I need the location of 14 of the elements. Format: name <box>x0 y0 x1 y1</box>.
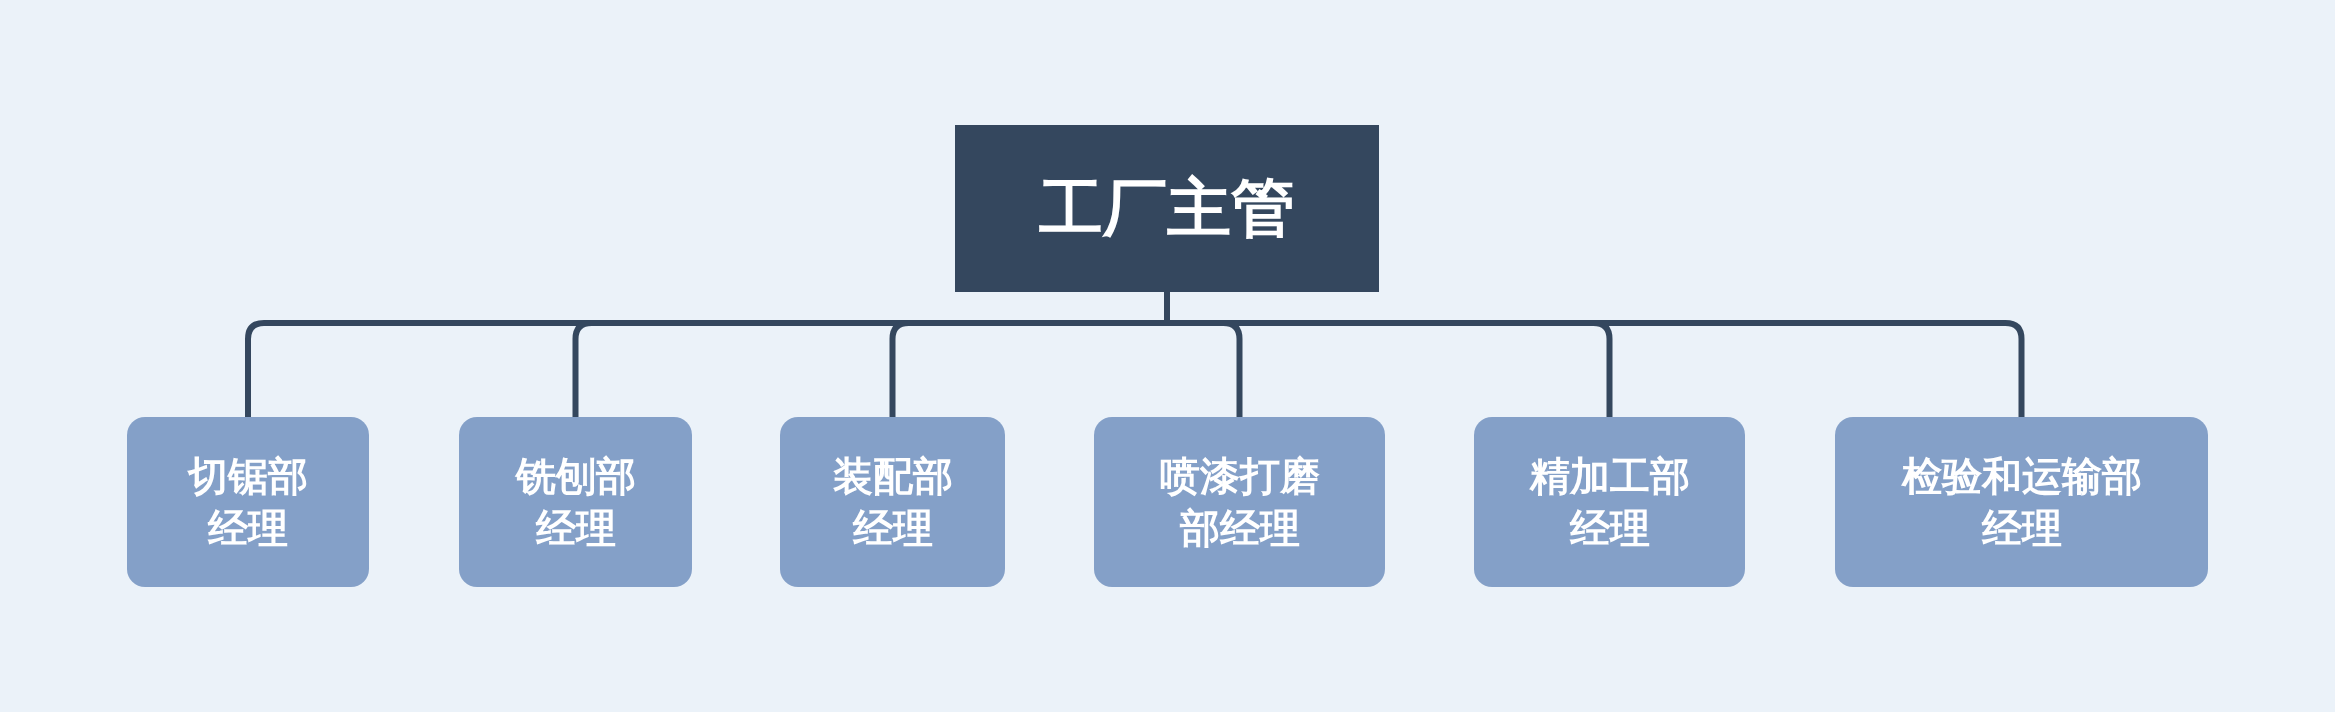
role-text: 喷漆打磨部经理 <box>1158 452 1321 553</box>
role-text: 检验和运输部经理 <box>1900 452 2143 553</box>
department-box <box>127 417 369 587</box>
role-text: 铣刨部经理 <box>514 452 637 553</box>
department-box <box>1094 417 1385 587</box>
department-box <box>1835 417 2208 587</box>
role-text: 切锯部经理 <box>186 452 309 553</box>
manager-box <box>955 125 1379 292</box>
title-text: 工厂主管 <box>1039 169 1295 247</box>
department-box <box>1474 417 1745 587</box>
department-box <box>780 417 1005 587</box>
role-text: 精加工部经理 <box>1528 452 1691 553</box>
role-text: 装配部经理 <box>831 452 954 553</box>
department-box <box>459 417 692 587</box>
